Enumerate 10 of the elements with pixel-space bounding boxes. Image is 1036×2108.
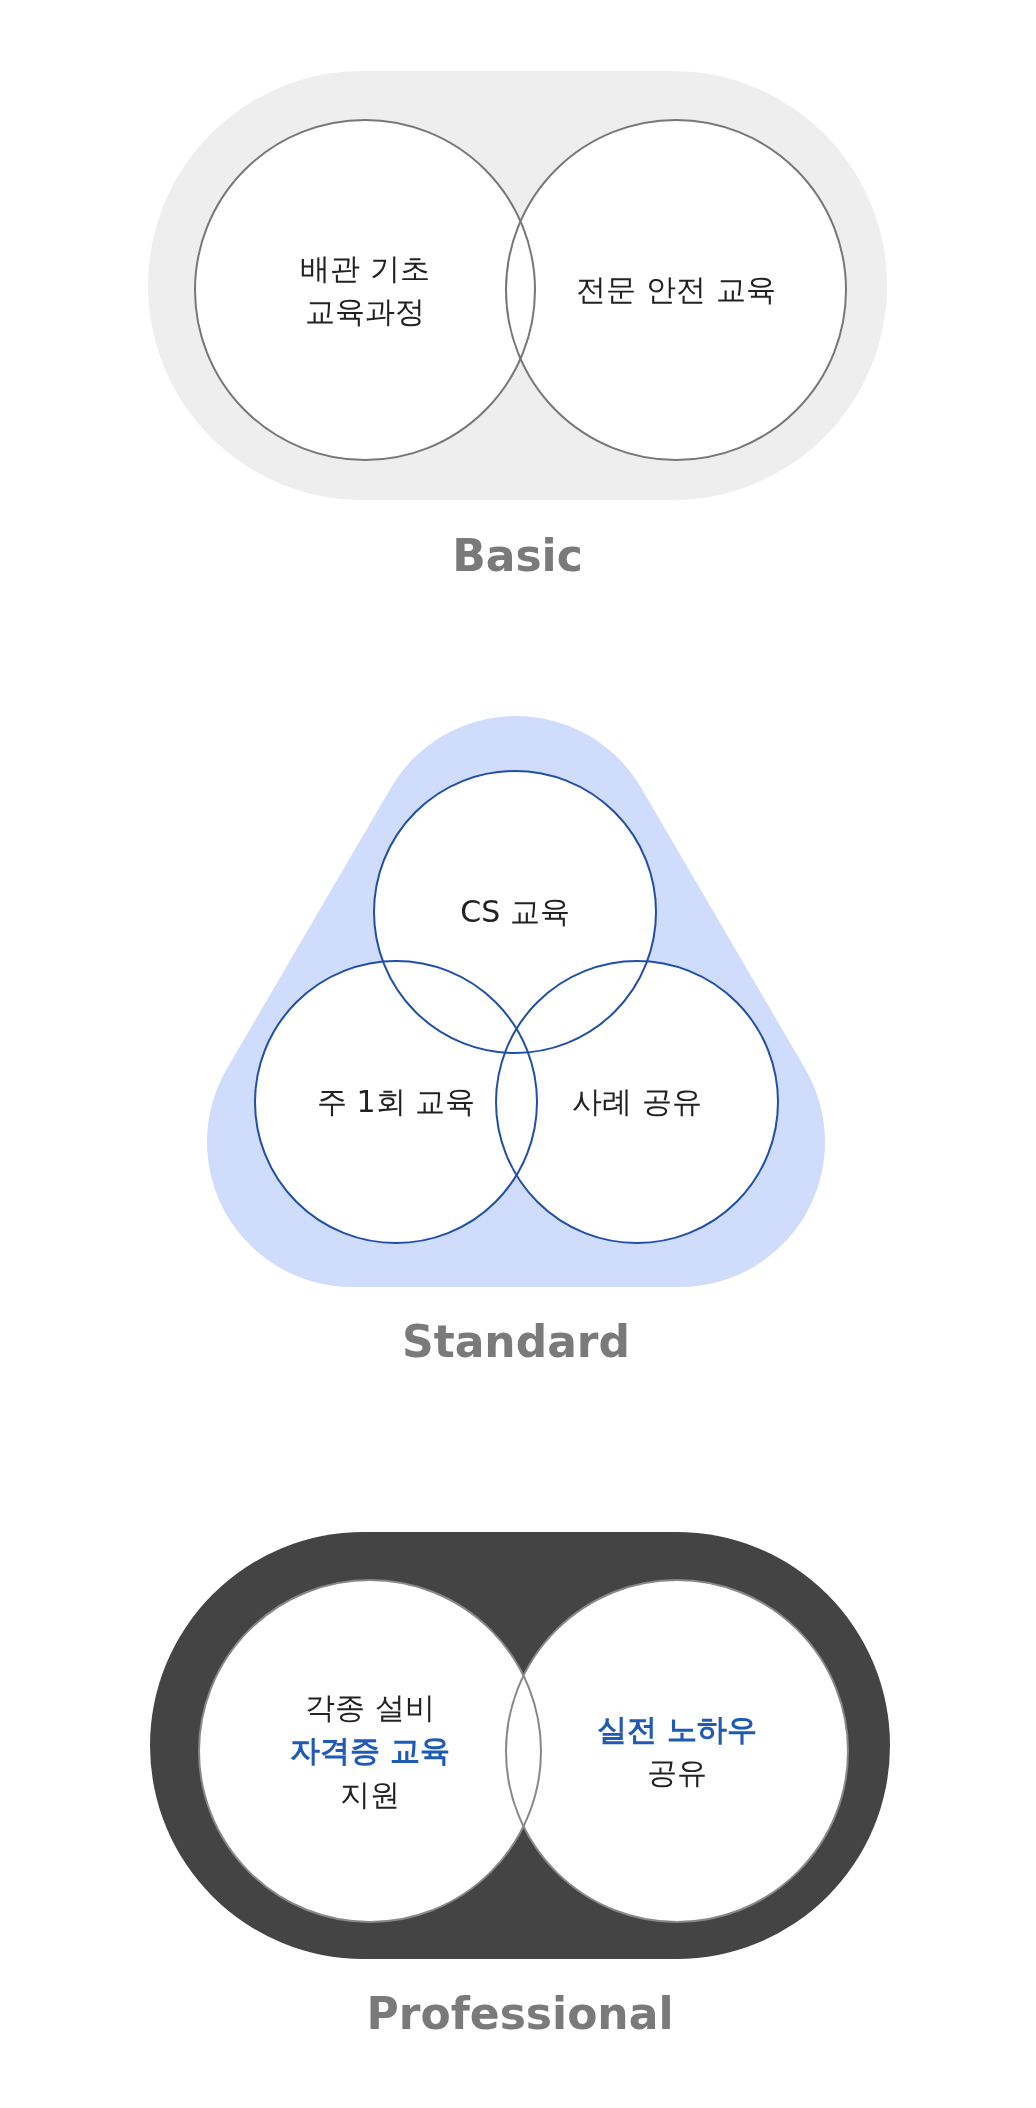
tier-label: Standard (400, 1316, 632, 1367)
venn-circle: 주 1회 교육 (254, 960, 538, 1244)
tier-label: Professional (365, 1988, 675, 2039)
venn-circle: 사례 공유 (495, 960, 779, 1244)
venn-circle: 실전 노하우 공유 (505, 1579, 849, 1923)
venn-circle: 배관 기초 교육과정 (194, 119, 536, 461)
venn-circle: 전문 안전 교육 (505, 119, 847, 461)
venn-circle: 각종 설비 자격증 교육 지원 (198, 1579, 542, 1923)
venn-circle: CS 교육 (373, 770, 657, 1054)
tier-label: Basic (451, 530, 584, 581)
